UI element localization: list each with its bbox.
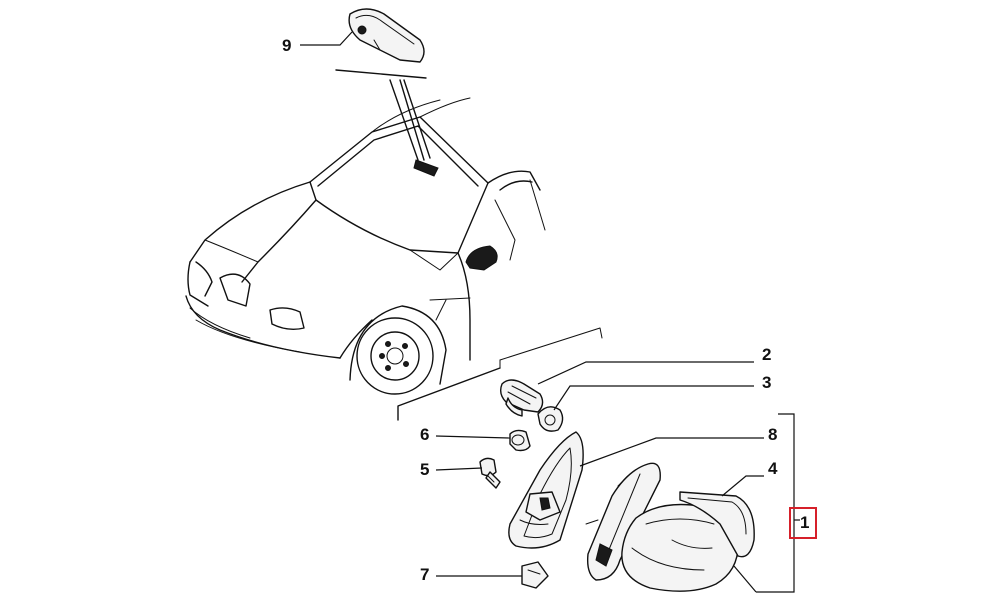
part-1-mirror-assembly <box>585 462 739 592</box>
callout-5: 5 <box>420 460 429 479</box>
leader-lines <box>300 31 800 593</box>
callout-6: 6 <box>420 425 429 444</box>
callout-4: 4 <box>768 459 778 478</box>
part-4-mirror-glass <box>679 491 755 558</box>
callout-8: 8 <box>768 425 777 444</box>
part-7-clip <box>521 561 549 589</box>
callout-2: 2 <box>762 345 771 364</box>
part-3-nut <box>537 406 564 432</box>
callout-1-highlight-box <box>789 507 817 539</box>
part-6-cap <box>509 429 531 452</box>
callout-labels: 9 2 3 6 8 5 4 1 7 <box>282 36 809 584</box>
callout-3: 3 <box>762 373 771 392</box>
part-5-screw <box>479 457 501 489</box>
callout-9: 9 <box>282 36 291 55</box>
part-2-connector <box>499 379 544 417</box>
callout-1: 1 <box>800 513 809 532</box>
part-9-interior-mirror <box>335 8 431 161</box>
callout-7: 7 <box>420 565 429 584</box>
part-8-base-gasket <box>508 431 584 549</box>
car-illustration <box>185 97 603 421</box>
